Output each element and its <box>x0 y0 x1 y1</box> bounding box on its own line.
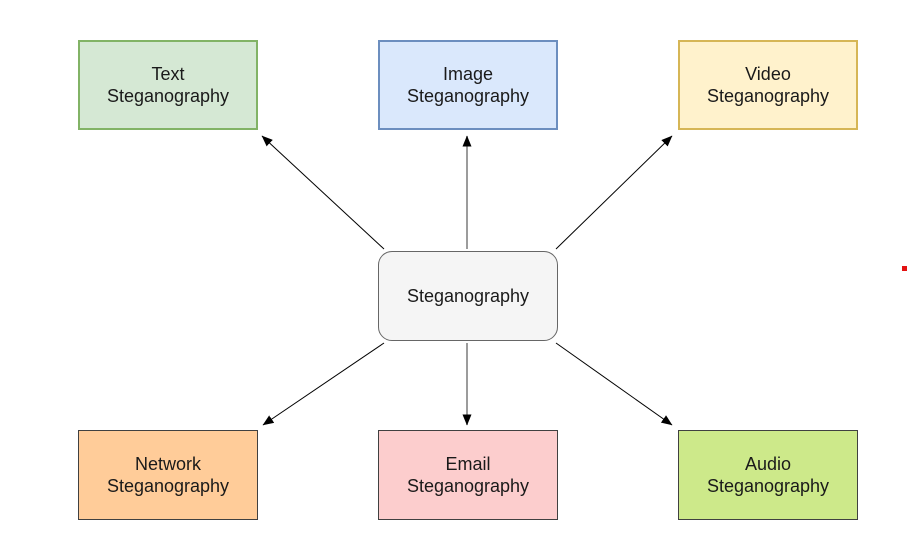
red-dot-mark <box>902 266 907 271</box>
node-video-steganography: Video Steganography <box>678 40 858 130</box>
arrow-center-to-text <box>261 135 385 250</box>
node-email-steganography: Email Steganography <box>378 430 558 520</box>
arrow-center-to-audio <box>555 342 673 426</box>
node-label: Email Steganography <box>406 453 530 497</box>
node-network-steganography: Network Steganography <box>78 430 258 520</box>
node-label: Image Steganography <box>406 63 530 107</box>
node-image-steganography: Image Steganography <box>378 40 558 130</box>
arrow-center-to-video <box>555 135 673 250</box>
node-audio-steganography: Audio Steganography <box>678 430 858 520</box>
node-label: Steganography <box>406 285 530 306</box>
node-steganography-center: Steganography <box>378 251 558 341</box>
node-label: Network Steganography <box>106 453 230 497</box>
node-label: Text Steganography <box>106 63 230 107</box>
node-label: Audio Steganography <box>706 453 830 497</box>
arrow-center-to-network <box>262 342 385 426</box>
node-text-steganography: Text Steganography <box>78 40 258 130</box>
node-label: Video Steganography <box>706 63 830 107</box>
